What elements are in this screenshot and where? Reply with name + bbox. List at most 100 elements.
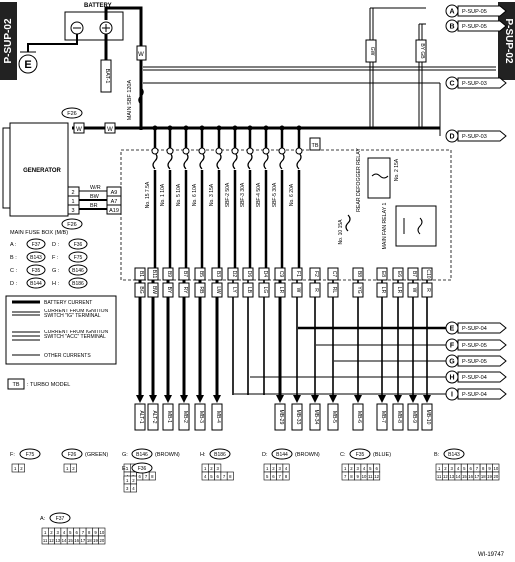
pin-cell — [226, 471, 234, 481]
pin-number: 12 — [49, 538, 54, 543]
wire-tag — [376, 282, 388, 298]
wire-tag — [407, 282, 419, 298]
wire-color-label: BY — [166, 287, 172, 294]
connector-tag — [407, 403, 419, 431]
wire-color-label: W — [295, 288, 301, 293]
main-sbf-fuse — [138, 87, 144, 105]
svg-text:BATTERY CURRENT: BATTERY CURRENT — [44, 300, 92, 306]
pin-number: 2 — [20, 466, 23, 471]
legend: BATTERY CURRENT CURRENT FROM IGNITION SW… — [5, 295, 117, 365]
arrow — [354, 395, 362, 403]
arrow — [276, 395, 284, 403]
pin-number: 15 — [462, 474, 467, 479]
ref-letter: G — [449, 359, 455, 366]
pin-number: 5 — [69, 530, 72, 535]
connector-tag — [309, 403, 321, 431]
pin-number: 12 — [374, 474, 379, 479]
connector-tag — [194, 403, 206, 431]
fuse-label: SBF-3 30A — [240, 182, 246, 207]
arrow — [311, 395, 319, 403]
connector-tag — [352, 403, 364, 431]
connector-label: MB-8 — [396, 411, 402, 423]
connector-tag — [147, 403, 159, 431]
pin-number: 7 — [145, 474, 148, 479]
pin-number: 6 — [469, 466, 472, 471]
wire-tag — [327, 282, 339, 298]
wire-tag — [162, 282, 174, 298]
detail-color: (BROWN) — [295, 452, 320, 458]
pin-number: 13 — [449, 474, 454, 479]
detail-code: F37 — [56, 516, 65, 522]
ref-tag — [457, 371, 507, 383]
pin-number: 2 — [350, 466, 353, 471]
wire-color-label: RY — [182, 287, 188, 295]
svg-text:BR: BR — [90, 203, 98, 209]
pin-label: B11 — [151, 270, 157, 279]
ref-letter: H — [449, 375, 454, 382]
detail-prefix: B: — [434, 452, 440, 458]
pin-number: 1 — [344, 466, 347, 471]
ref-letter: E — [450, 326, 455, 333]
arrow — [329, 395, 337, 403]
pin-number: 15 — [68, 538, 73, 543]
wire-color-label: LY — [231, 287, 237, 293]
svg-text:2: 2 — [71, 190, 74, 196]
pin-number: 1 — [438, 466, 441, 471]
pin-cell — [492, 471, 500, 481]
pin-label: B3 — [215, 271, 221, 277]
wire-tag — [274, 282, 286, 298]
connector-label: MB-3 — [198, 411, 204, 423]
pin-number: 6 — [75, 530, 78, 535]
pin-number: 1 — [266, 466, 269, 471]
connector-label: ALT-2 — [151, 411, 157, 424]
detail-oval — [349, 448, 371, 460]
side-banner-left — [0, 2, 17, 80]
pin-number: 4 — [363, 466, 366, 471]
pin-number: 5 — [463, 466, 466, 471]
pin-number: 11 — [43, 538, 48, 543]
fuse-label: No. 2 15A — [394, 158, 400, 181]
connector-label: MB-1 — [166, 411, 172, 423]
main-fan-relay — [395, 205, 437, 247]
detail-code: B143 — [448, 452, 460, 458]
main-fan-relay-label: MAIN FAN RELAY 1 — [382, 202, 388, 249]
wire-color-label: LR — [380, 287, 386, 294]
svg-text:BW: BW — [90, 194, 100, 200]
svg-text:TB: TB — [12, 382, 19, 388]
detail-code: B186 — [214, 452, 226, 458]
fuse-extra — [345, 214, 351, 232]
wire-color-label: BW — [151, 286, 157, 294]
arrow — [164, 395, 172, 403]
pin-label: C10 — [425, 269, 431, 278]
fuse-label: No. 3 15A — [209, 183, 215, 206]
pin-number: 3 — [126, 486, 129, 491]
detail-prefix: C: — [340, 452, 346, 458]
side-label-right: P-SUP-02 — [503, 18, 514, 63]
wire-color-label: RB — [198, 287, 204, 295]
arrow — [180, 395, 188, 403]
pin-number: 1 — [66, 466, 69, 471]
connector-tag — [162, 403, 174, 431]
ref-text: P-SUP-05 — [462, 24, 487, 30]
connector-tag — [392, 403, 404, 431]
pin-cell — [148, 471, 156, 481]
connector-tag — [376, 403, 388, 431]
connector-label: MB-7 — [380, 411, 386, 423]
detail-oval — [49, 512, 71, 524]
wire-color-label: W — [411, 288, 417, 293]
pin-label: F2 — [313, 271, 319, 277]
arrow — [378, 395, 386, 403]
rear-defogger-relay-label: REAR DEFOGGER RELAY — [356, 148, 362, 212]
connector-tag — [327, 403, 339, 431]
wire-color-label: YG — [356, 286, 362, 293]
pin-number: 7 — [223, 474, 226, 479]
ref-text: P-SUP-03 — [462, 134, 487, 140]
pin-number: 18 — [87, 538, 92, 543]
ref-tag — [457, 130, 507, 142]
map-conn-oval — [68, 277, 88, 289]
pin-label: C7 — [331, 271, 337, 278]
wire-tag — [242, 282, 254, 298]
detail-oval — [131, 448, 153, 460]
map-prefix: B : — [10, 255, 17, 261]
